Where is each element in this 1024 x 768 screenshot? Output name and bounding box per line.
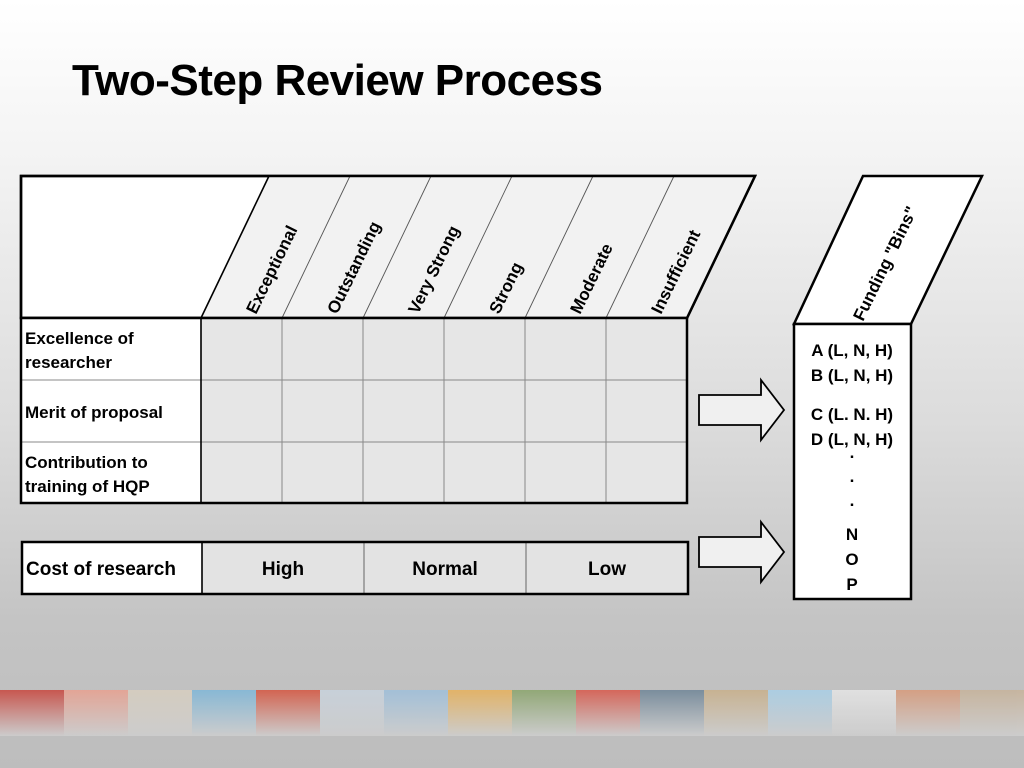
header-divider: [281, 175, 351, 319]
cost-level-normal: Normal: [412, 559, 477, 580]
bin-item: A (L, N, H): [811, 341, 893, 360]
footer-image-tile: [384, 690, 448, 736]
row-label-contribution-line2: training of HQP: [25, 477, 150, 496]
bin-ellipsis-dot: .: [850, 467, 855, 486]
footer-image-tile: [576, 690, 640, 736]
funding-bins: Funding "Bins" A (L, N, H) B (L, N, H) C…: [792, 174, 984, 601]
row-label-excellence-line2: researcher: [25, 353, 112, 372]
bin-item: N: [846, 525, 858, 544]
arrow-icon: [698, 519, 786, 585]
bin-ellipsis-dot: .: [850, 491, 855, 510]
header-divider: [605, 175, 675, 319]
bin-item: D (L, N, H): [811, 430, 893, 449]
arrow-icon: [698, 377, 786, 443]
footer-image-tile: [832, 690, 896, 736]
footer-image-tile: [256, 690, 320, 736]
bin-ellipsis-dot: .: [850, 443, 855, 462]
bin-item: B (L, N, H): [811, 366, 893, 385]
footer-image-tile: [768, 690, 832, 736]
cost-label: Cost of research: [26, 559, 176, 580]
row-label-merit: Merit of proposal: [25, 403, 163, 422]
footer-image-tile: [896, 690, 960, 736]
slide-title: Two-Step Review Process: [72, 56, 603, 105]
header-divider: [362, 175, 432, 319]
footer-image-tile: [320, 690, 384, 736]
footer-image-tile: [128, 690, 192, 736]
footer-image-tile: [960, 690, 1024, 736]
bin-item: O: [845, 550, 858, 569]
rating-table-body: Excellence of researcher Merit of propos…: [19, 316, 689, 505]
rating-header: Exceptional Outstanding Very Strong Stro…: [19, 174, 757, 320]
footer-image-tile: [704, 690, 768, 736]
cost-level-low: Low: [588, 559, 626, 580]
footer-image-tile: [640, 690, 704, 736]
footer-image-tile: [0, 690, 64, 736]
footer-image-strip: [0, 690, 1024, 736]
row-label-column: [21, 318, 201, 503]
bin-item: P: [846, 575, 857, 594]
bin-item: C (L. N. H): [811, 405, 893, 424]
header-divider: [443, 175, 513, 319]
cost-level-high: High: [262, 559, 304, 580]
funding-bins-list-box: [792, 322, 913, 601]
footer-image-tile: [64, 690, 128, 736]
cost-table: Cost of research High Normal Low: [20, 540, 690, 596]
header-divider: [200, 175, 270, 319]
footer-image-tile: [512, 690, 576, 736]
header-divider: [524, 175, 594, 319]
footer-image-tile: [448, 690, 512, 736]
row-label-contribution: Contribution to: [25, 453, 148, 472]
footer-image-tile: [192, 690, 256, 736]
row-label-excellence: Excellence of: [25, 329, 134, 348]
